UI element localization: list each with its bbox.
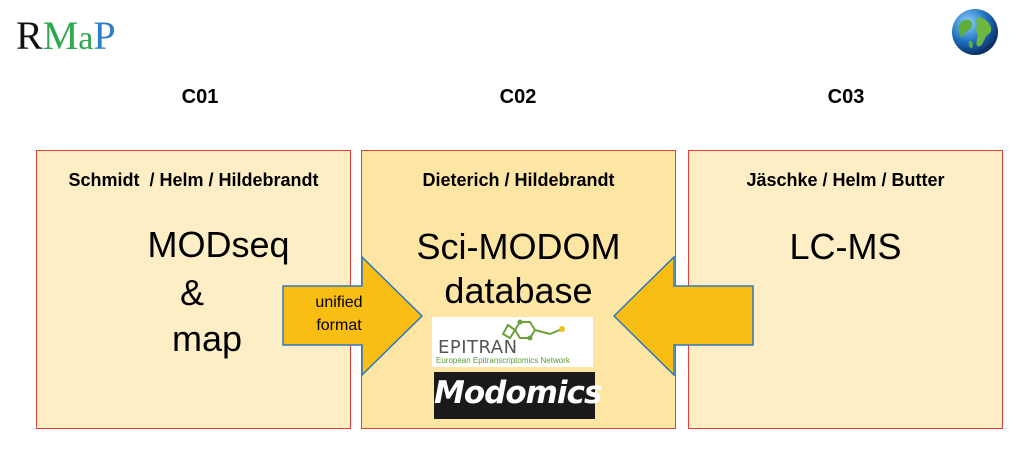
box-c02: Dieterich / Hildebrandt Sci-MODOM databa… [361, 150, 676, 429]
logo-letter-r: R [16, 13, 43, 58]
title-c03-line1: LC-MS [789, 226, 902, 267]
globe-icon [952, 9, 998, 55]
modomics-logo: Modomics [434, 372, 602, 419]
molecule-icon [502, 319, 565, 341]
epitran-subtitle: European Epitranscriptomics Network [436, 356, 570, 365]
column-header-c02: C02 [499, 86, 537, 108]
arrow-to-c02-right [612, 256, 754, 376]
authors-c02: Dieterich / Hildebrandt [422, 170, 615, 190]
arrow-to-c02-left [282, 256, 424, 376]
arrow-label-line1: unified [315, 294, 363, 311]
logo-letter-m: M [42, 13, 79, 58]
epitran-title: EPITRAN [438, 337, 518, 358]
logo-letter-p: P [93, 13, 116, 58]
title-c01-line2: & [179, 272, 204, 313]
column-header-c01: C01 [181, 86, 219, 108]
rmap-logo: RMaP [16, 12, 116, 59]
authors-c01: Schmidt / Helm / Hildebrandt [68, 170, 319, 190]
epitran-logo: EPITRAN European Epitranscriptomics Netw… [432, 317, 593, 367]
arrow-label-line2: format [316, 317, 362, 334]
title-c02-line2: database [444, 270, 593, 311]
authors-c03: Jäschke / Helm / Butter [746, 170, 945, 190]
title-c02-line1: Sci-MODOM [416, 226, 621, 267]
column-header-c03: C03 [827, 86, 865, 108]
logo-letter-a: a [78, 20, 94, 57]
title-c01-line3: map [171, 318, 243, 359]
title-c01-line1: MODseq [147, 224, 290, 265]
modomics-text: Modomics [434, 375, 602, 411]
